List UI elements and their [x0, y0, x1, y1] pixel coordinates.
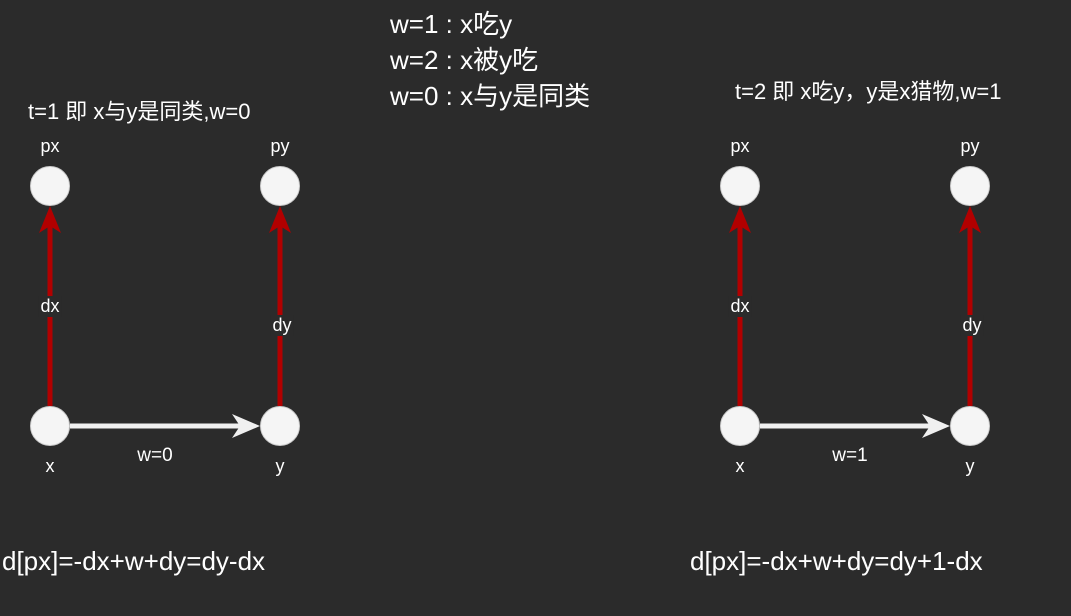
node-x	[720, 406, 760, 446]
node-px	[30, 166, 70, 206]
node-y	[950, 406, 990, 446]
edge-label-dy: dy	[270, 315, 294, 336]
node-py	[260, 166, 300, 206]
arrowhead-px	[39, 206, 61, 233]
node-label-py: py	[270, 136, 290, 156]
arrowhead-px	[729, 206, 751, 233]
arrowhead-y	[922, 414, 950, 438]
node-x	[30, 406, 70, 446]
diagram-title: t=2 即 x吃y，y是x猎物,w=1	[735, 79, 1002, 104]
diagram-left	[30, 166, 300, 446]
arrowhead-py	[269, 206, 291, 233]
node-px	[720, 166, 760, 206]
node-y	[260, 406, 300, 446]
diagram-right	[720, 166, 990, 446]
node-label-px: px	[40, 136, 60, 156]
node-label-x: x	[735, 456, 745, 476]
node-py	[950, 166, 990, 206]
node-label-py: py	[960, 136, 980, 156]
arrowhead-py	[959, 206, 981, 233]
edge-label-w: w=1	[832, 445, 868, 466]
legend-line-eat: w=1 : x吃y	[390, 9, 513, 39]
diagram-title: t=1 即 x与y是同类,w=0	[28, 99, 251, 124]
node-label-y: y	[965, 456, 975, 476]
edge-label-w: w=0	[137, 445, 173, 466]
formula: d[px]=-dx+w+dy=dy+1-dx	[690, 546, 983, 576]
legend-line-eaten: w=2 : x被y吃	[390, 45, 539, 75]
formula: d[px]=-dx+w+dy=dy-dx	[2, 546, 266, 576]
node-label-y: y	[275, 456, 285, 476]
legend-line-same: w=0 : x与y是同类	[390, 81, 591, 111]
arrowhead-y	[232, 414, 260, 438]
edge-label-dx: dx	[728, 296, 752, 317]
node-label-px: px	[730, 136, 750, 156]
edge-label-dx: dx	[38, 296, 62, 317]
edge-label-dy: dy	[960, 315, 984, 336]
node-label-x: x	[45, 456, 55, 476]
